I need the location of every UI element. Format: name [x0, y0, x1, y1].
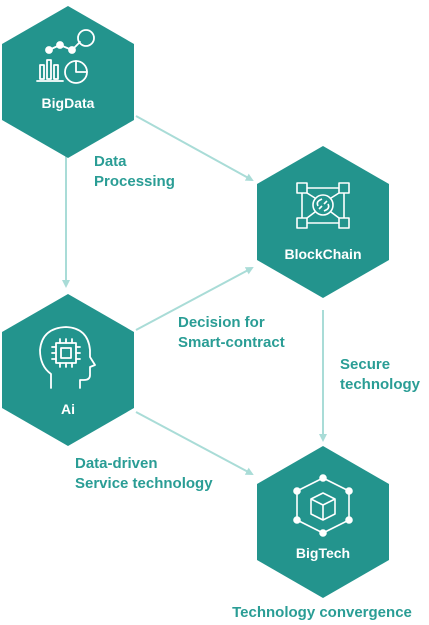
edge-label-line2: Smart-contract [178, 334, 285, 351]
bigdata-hexagon [2, 6, 134, 158]
connectors [62, 115, 327, 475]
blockchain-label: BlockChain [284, 246, 361, 262]
bigtech-hexagon [257, 446, 389, 598]
edge-label-line2: Processing [94, 173, 175, 190]
bigtech-label: BigTech [296, 545, 350, 561]
blockchain-network-icon [296, 182, 350, 229]
edge-label-ai-to-bigtech: Data-driven Service technology [75, 455, 213, 492]
edge-label-line1: Data-driven [75, 455, 158, 472]
chart-icon [36, 29, 95, 84]
ai-head-chip-icon [39, 326, 96, 389]
edge-label-line1: Secure [340, 356, 390, 373]
bigdata-node: BigData [2, 6, 134, 158]
connector-bigdata-to-blockchain [135, 115, 254, 181]
edge-label-line1: Data [94, 153, 127, 170]
cube-network-icon [293, 474, 353, 537]
ai-label: Ai [61, 401, 75, 417]
ai-hexagon [2, 294, 134, 446]
ai-node: Ai [2, 294, 134, 446]
blockchain-node: BlockChain [257, 146, 389, 298]
technology-convergence-label: Technology convergence [232, 604, 412, 621]
connector-ai-to-bigtech [135, 411, 254, 475]
blockchain-hexagon [257, 146, 389, 298]
bigtech-node: BigTech [257, 446, 389, 598]
edge-label-line2: technology [340, 376, 421, 393]
bigdata-label: BigData [42, 95, 95, 111]
edge-label-bigdata-to-blockchain: Data Processing [94, 153, 175, 190]
edge-label-line2: Service technology [75, 475, 213, 492]
connector-ai-to-blockchain [135, 267, 254, 331]
edge-label-line1: Decision for [178, 314, 265, 331]
edge-label-ai-to-blockchain: Decision for Smart-contract [178, 314, 285, 351]
edge-label-blockchain-to-bigtech: Secure technology [340, 356, 421, 393]
